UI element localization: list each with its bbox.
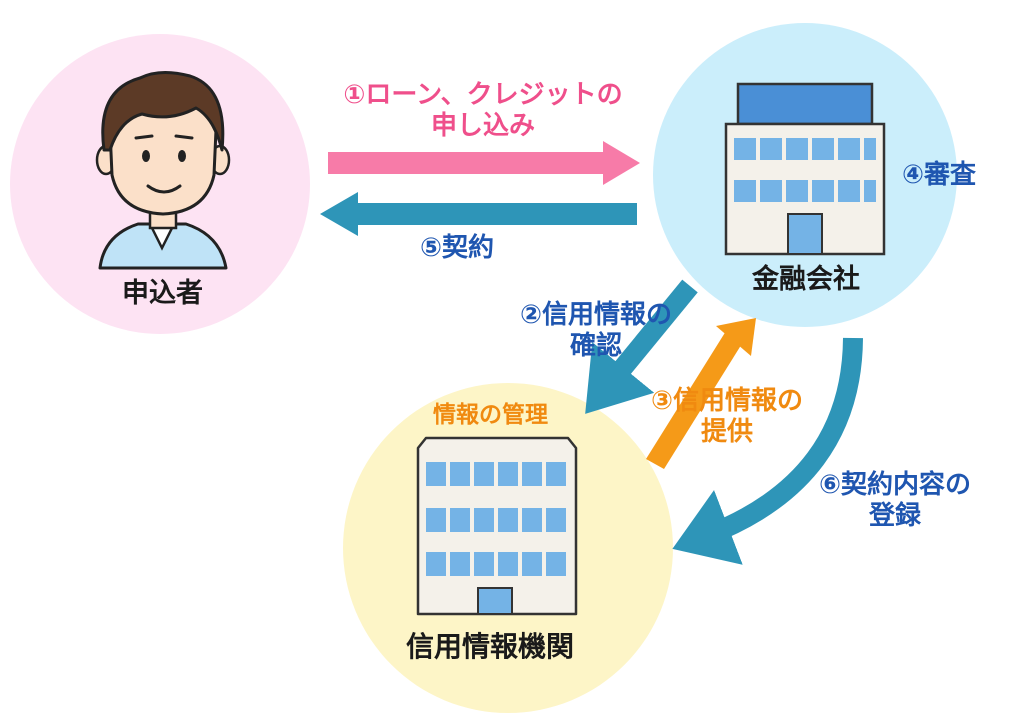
provide-flow-line1: ③信用情報の	[650, 386, 803, 416]
credit-bureau-label: 信用情報機関	[406, 630, 575, 663]
provide-arrow	[646, 318, 756, 469]
review-step-label: ④審査	[902, 160, 977, 190]
check-flow-line2: 確認	[569, 330, 622, 361]
applicant-label: 申込者	[122, 278, 203, 309]
apply-flow-label: ①ローン、クレジットの 申し込み	[318, 80, 648, 141]
check-flow-label: ②信用情報の 確認	[486, 300, 706, 361]
finance-company-label: 金融会社	[752, 264, 860, 295]
contract-arrow	[320, 192, 637, 236]
contract-flow-label: ⑤契約	[420, 233, 495, 263]
register-arrow	[672, 337, 863, 565]
person-icon	[95, 71, 231, 270]
register-flow-line2: 登録	[868, 500, 921, 531]
register-flow-label: ⑥契約内容の 登録	[800, 470, 990, 531]
apply-flow-line1: ①ローン、クレジットの	[343, 80, 623, 110]
check-arrow	[585, 279, 698, 414]
check-flow-line1: ②信用情報の	[519, 300, 672, 330]
bureau-building-icon	[416, 436, 578, 616]
register-flow-line1: ⑥契約内容の	[818, 470, 971, 500]
apply-arrow	[328, 141, 640, 185]
info-management-note: 情報の管理	[433, 402, 548, 428]
finance-building-icon	[724, 82, 886, 256]
provide-flow-line2: 提供	[700, 416, 753, 447]
provide-flow-label: ③信用情報の 提供	[628, 386, 826, 447]
apply-flow-line2: 申し込み	[430, 110, 535, 141]
